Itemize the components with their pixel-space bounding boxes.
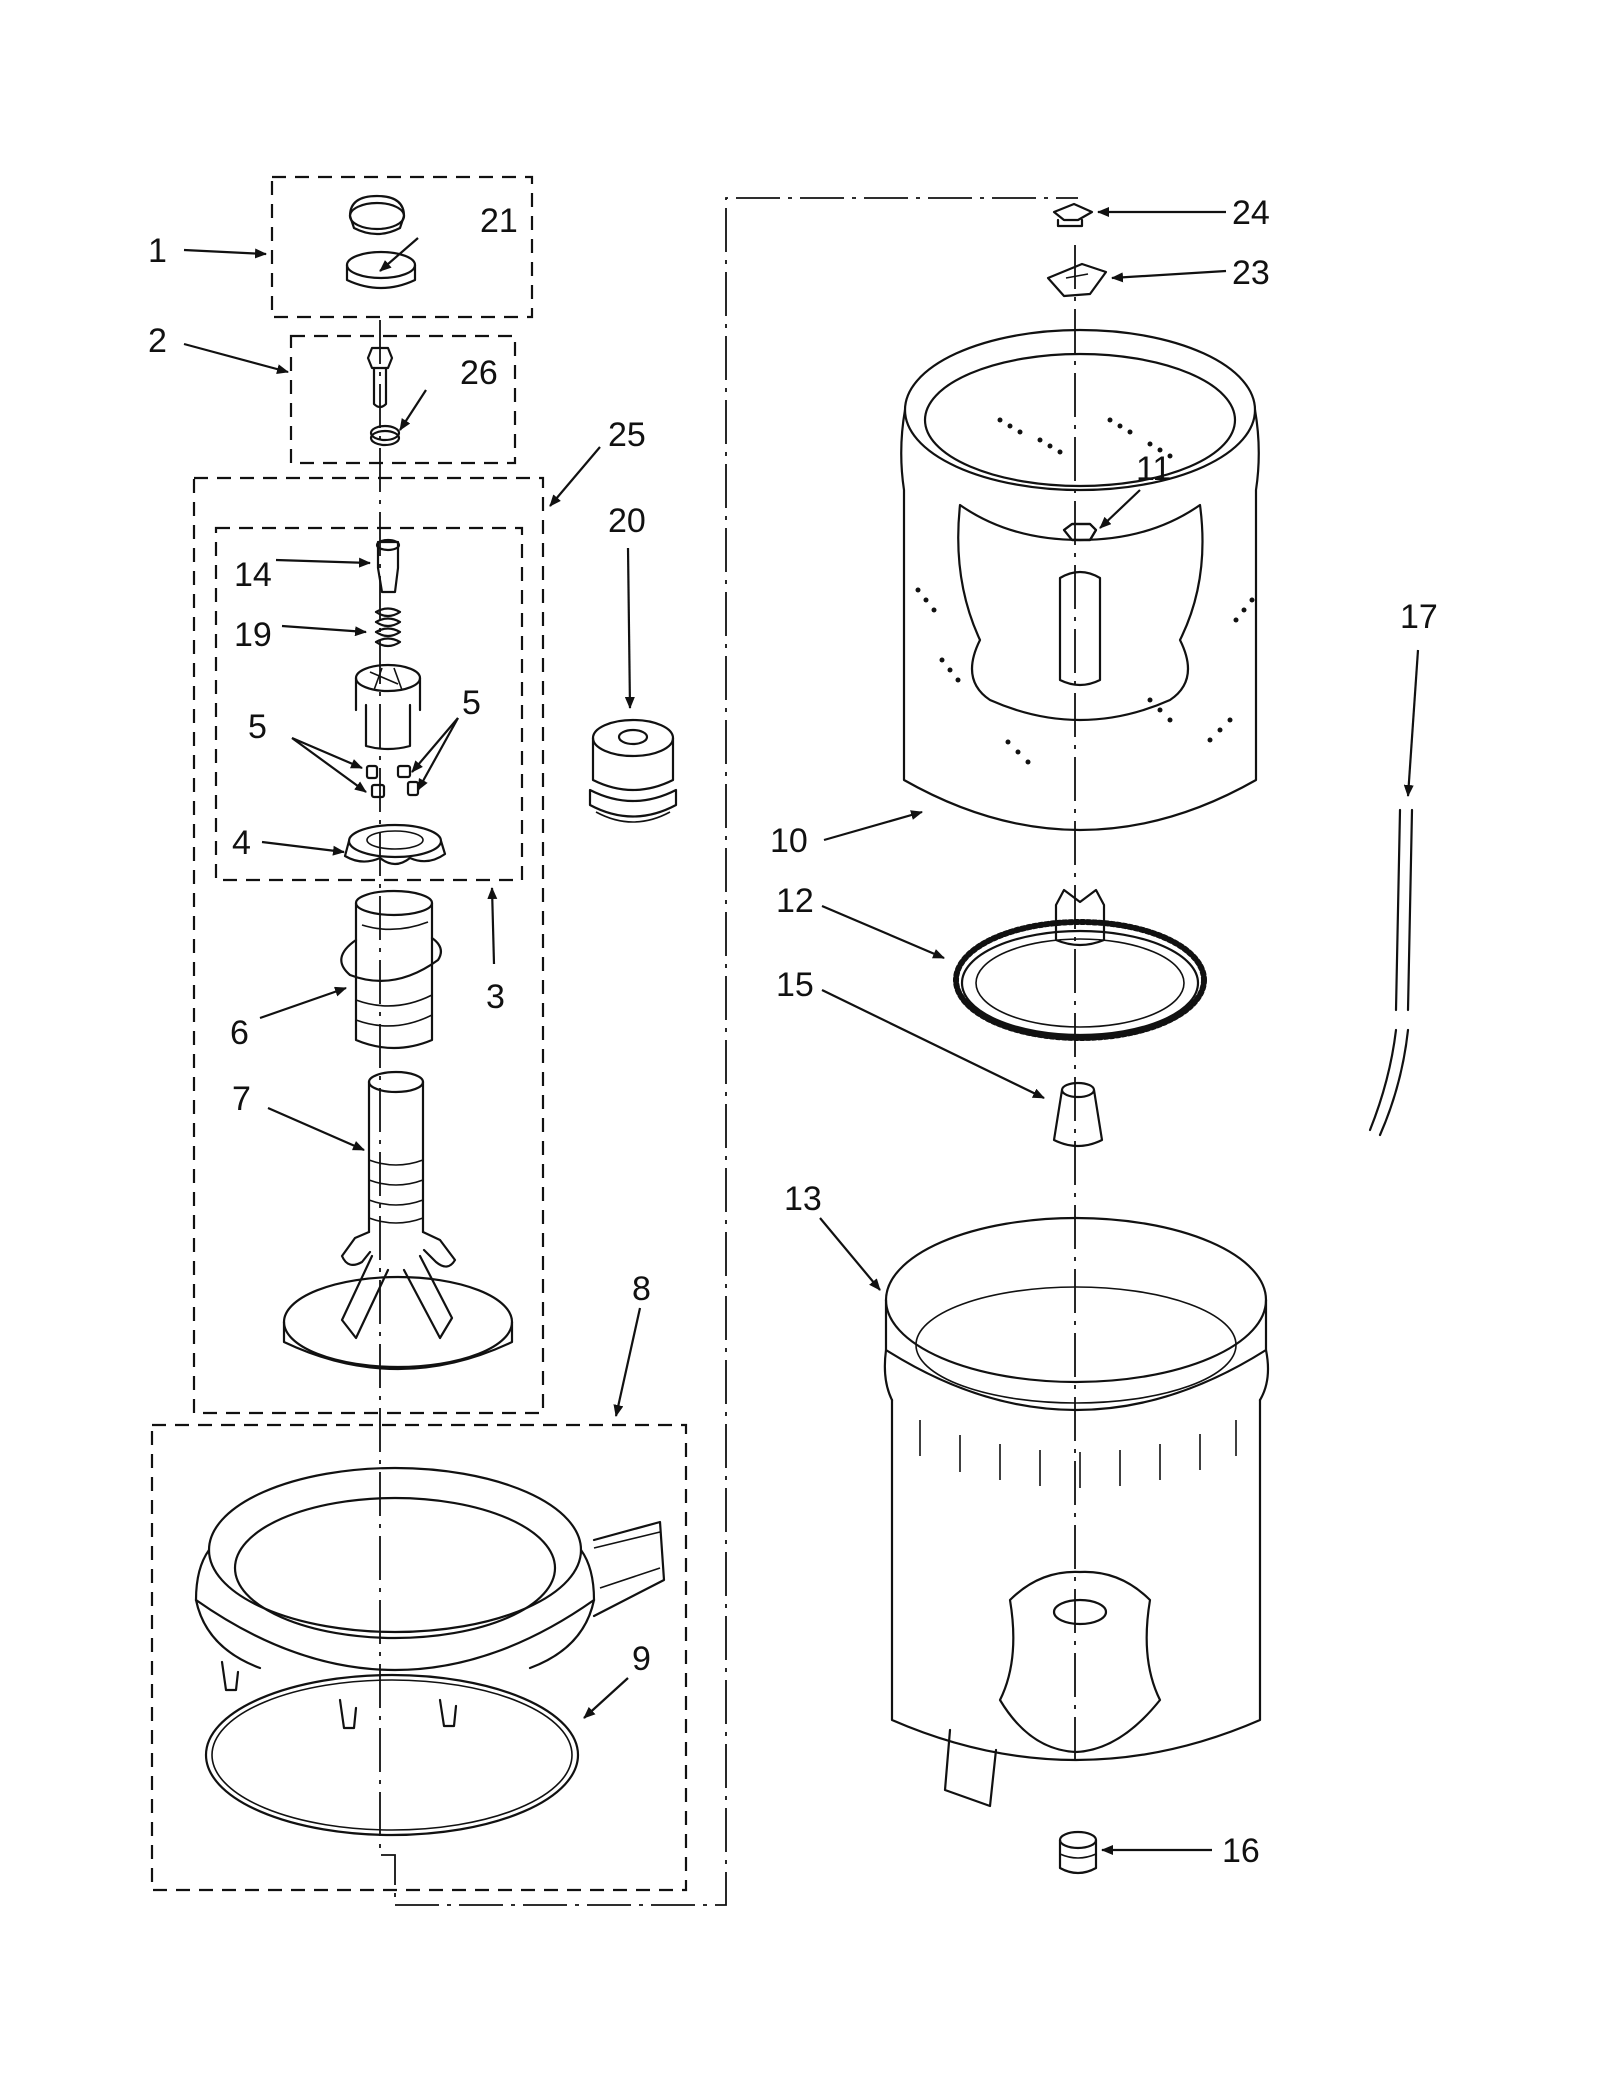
callout-25: 25 xyxy=(608,416,646,454)
part-bushing xyxy=(1052,1081,1104,1148)
callout-12: 12 xyxy=(776,882,814,920)
part-agitator xyxy=(282,1070,514,1371)
callout-1: 1 xyxy=(148,232,167,270)
callout-26: 26 xyxy=(460,354,498,392)
callout-2: 2 xyxy=(148,322,167,360)
callout-3: 3 xyxy=(486,978,505,1016)
callout-13: 13 xyxy=(784,1180,822,1218)
callout-11: 11 xyxy=(1136,450,1171,488)
callout-7: 7 xyxy=(232,1080,251,1118)
callout-19: 19 xyxy=(234,616,272,654)
part-gasket xyxy=(204,1673,580,1837)
callout-4: 4 xyxy=(232,824,251,862)
part-cam-housing xyxy=(354,663,422,751)
basket-holes xyxy=(915,417,1255,765)
callout-8: 8 xyxy=(632,1270,651,1308)
part-clips xyxy=(1046,202,1108,298)
part-basket xyxy=(900,328,1260,832)
part-seal xyxy=(588,718,678,823)
callout-5a: 5 xyxy=(248,708,267,746)
part-tub-ring xyxy=(194,1466,666,1730)
part-hose xyxy=(1368,808,1414,1137)
part-auger xyxy=(340,889,443,1050)
group-box-25 xyxy=(192,476,545,1415)
part-outer-tub xyxy=(883,1216,1270,1808)
part-nut xyxy=(1062,522,1098,542)
callout-5b: 5 xyxy=(462,684,481,722)
axis-left xyxy=(379,197,1078,1906)
group-box-2 xyxy=(289,334,517,465)
group-box-8 xyxy=(150,1423,688,1892)
callout-14: 14 xyxy=(234,556,272,594)
callout-10: 10 xyxy=(770,822,808,860)
callout-15: 15 xyxy=(776,966,814,1004)
callout-17: 17 xyxy=(1400,598,1438,636)
part-bolt xyxy=(366,346,401,447)
part-retainer xyxy=(343,823,447,866)
callout-20: 20 xyxy=(608,502,646,540)
part-dog-cap-spring xyxy=(374,538,402,648)
leader-lines xyxy=(183,207,1420,1855)
part-dogs xyxy=(365,764,420,799)
callout-23: 23 xyxy=(1232,254,1270,292)
part-plug xyxy=(1058,1830,1098,1875)
group-box-1 xyxy=(270,175,534,319)
part-hub xyxy=(953,888,1207,1041)
callout-9: 9 xyxy=(632,1640,651,1678)
callout-21: 21 xyxy=(480,202,518,240)
callout-24: 24 xyxy=(1232,194,1270,232)
group-box-3 xyxy=(214,526,524,882)
part-cap xyxy=(345,194,417,290)
callout-16: 16 xyxy=(1222,1832,1260,1870)
callout-6: 6 xyxy=(230,1014,249,1052)
